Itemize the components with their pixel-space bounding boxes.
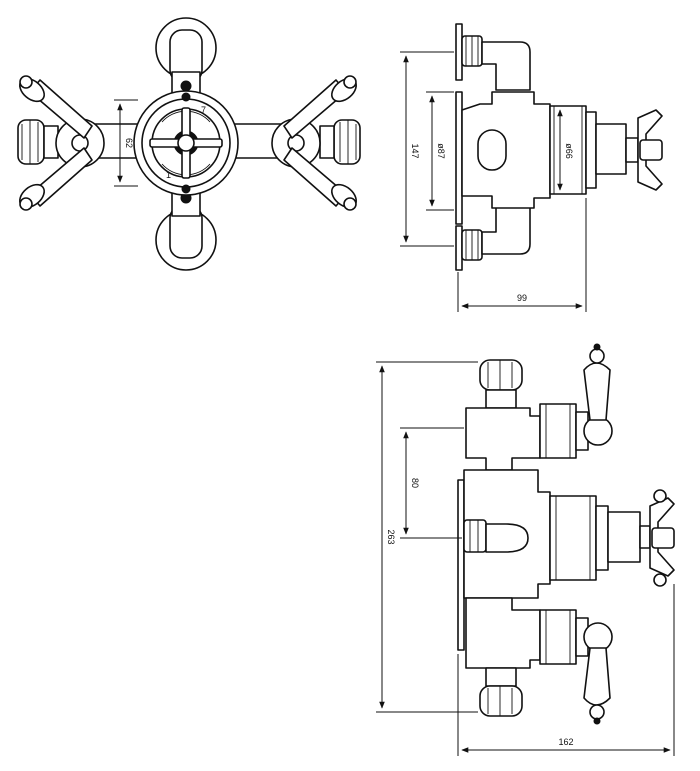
- dimension-label-87: ø87: [436, 143, 446, 159]
- svg-text:1: 1: [166, 170, 171, 180]
- front-view: 7 1 62: [17, 17, 361, 271]
- side-view: 147 ø87 ø66 99: [400, 23, 663, 312]
- central-dial: 7 1: [133, 90, 239, 196]
- dimension-label-62: 62: [124, 138, 134, 148]
- svg-text:7: 7: [201, 105, 206, 115]
- right-inlet-fitting: [271, 118, 361, 168]
- dimension-label-66: ø66: [564, 143, 574, 159]
- bottom-outlet: [155, 187, 217, 271]
- dimension-label-99: 99: [517, 293, 527, 303]
- dimension-label-162: 162: [558, 737, 573, 747]
- dimension-label-263: 263: [386, 529, 396, 544]
- dimension-label-80: 80: [410, 478, 420, 488]
- top-outlet: [155, 17, 217, 101]
- left-lever-handles: [19, 75, 93, 211]
- triple-valve-view: 80 263 162: [376, 343, 675, 756]
- right-lever-handles: [283, 75, 357, 211]
- dimension-label-147: 147: [410, 143, 420, 158]
- dimension-62: 62: [114, 99, 138, 187]
